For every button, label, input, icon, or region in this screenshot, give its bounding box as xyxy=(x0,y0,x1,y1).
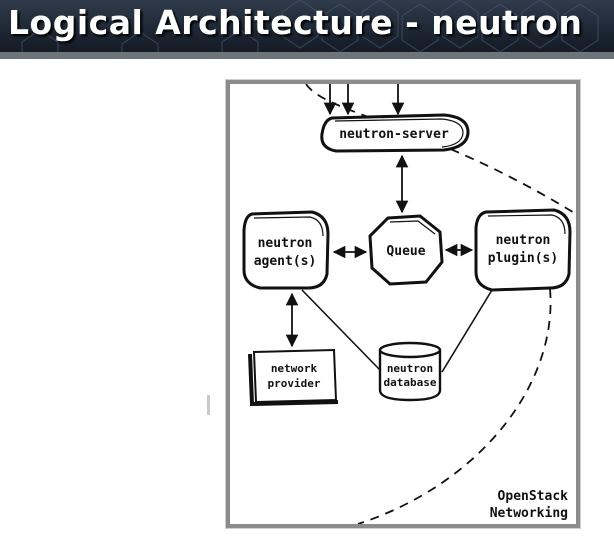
neutron-database-label-line1: neutron xyxy=(387,362,433,375)
network-provider-label-line2: provider xyxy=(268,377,321,390)
hex-pattern-background xyxy=(21,0,599,52)
neutron-server-node: neutron-server xyxy=(320,113,470,153)
openstack-boundary-curve-bottom xyxy=(357,288,552,524)
neutron-database-node: neutron database xyxy=(378,341,442,402)
openstack-networking-caption-line1: OpenStack xyxy=(498,489,569,504)
architecture-diagram-frame: neutron-server neutron agent(s) Queue ne… xyxy=(226,80,580,528)
neutron-plugin-label-line2: plugin(s) xyxy=(488,251,558,266)
page-title: Logical Architecture - neutron xyxy=(8,3,583,42)
network-provider-node: network provider xyxy=(248,348,339,407)
neutron-database-label-line2: database xyxy=(384,376,437,389)
queue-node: Queue xyxy=(368,214,444,286)
banner-divider xyxy=(0,52,614,59)
title-banner: Logical Architecture - neutron xyxy=(0,0,614,52)
neutron-agent-node: neutron agent(s) xyxy=(242,210,330,290)
neutron-plugin-node: neutron plugin(s) xyxy=(474,208,572,292)
neutron-plugin-label-line1: neutron xyxy=(496,233,551,248)
neutron-agent-label-line1: neutron xyxy=(258,236,313,251)
neutron-server-label: neutron-server xyxy=(339,127,449,142)
neutron-agent-label-line2: agent(s) xyxy=(254,254,317,269)
agent-database-line xyxy=(301,289,381,371)
network-provider-label-line1: network xyxy=(271,362,318,375)
architecture-diagram: neutron-server neutron agent(s) Queue ne… xyxy=(242,84,576,524)
plugin-database-line xyxy=(441,289,493,373)
openstack-networking-caption-line2: Networking xyxy=(490,506,568,521)
scan-mark xyxy=(207,395,210,415)
queue-label: Queue xyxy=(386,244,425,259)
